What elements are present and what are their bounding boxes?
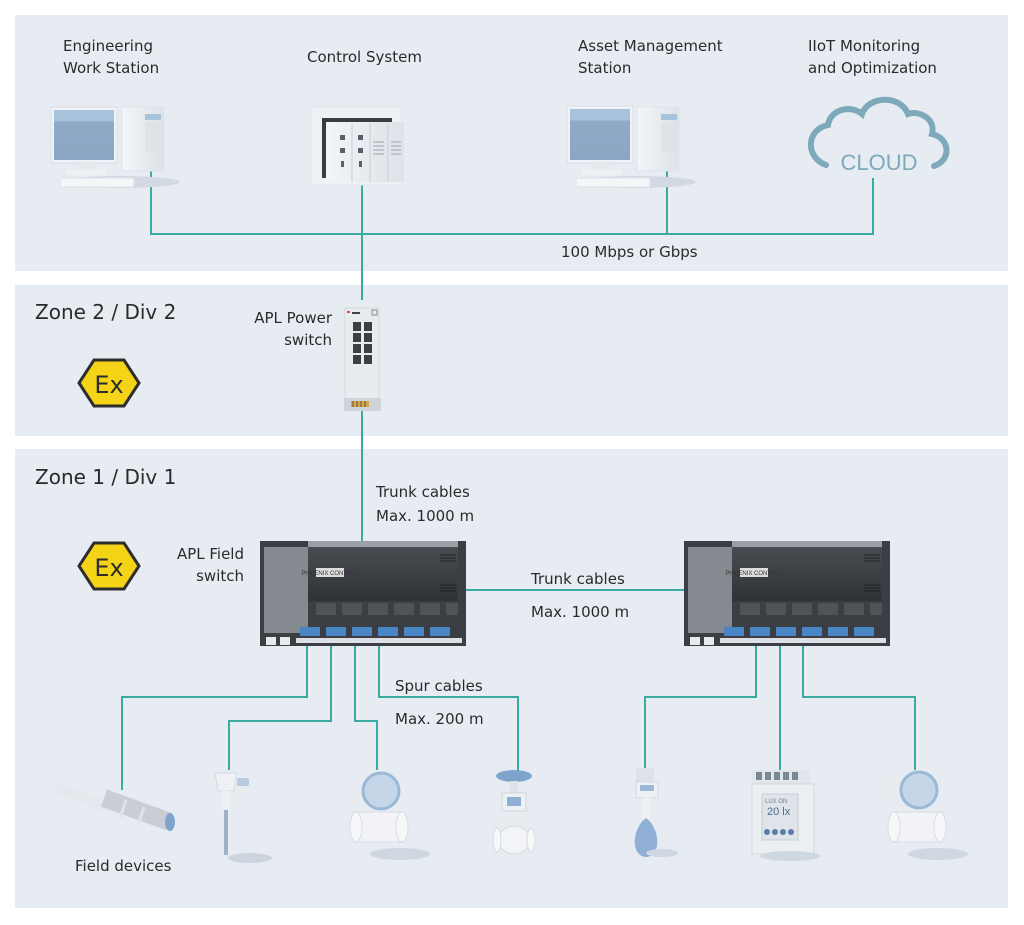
label-line: Max. 1000 m [376,507,475,525]
label-line: Max. 1000 m [531,603,630,621]
svg-text:LUX ON: LUX ON [765,799,787,805]
cables [121,170,916,790]
spur-cable-temperature [228,646,332,770]
label-line: Trunk cables [531,570,625,588]
temperature-probe-icon[interactable] [214,772,272,863]
label-line: Control System [307,48,422,66]
apl-power-switch-label: APL Power switch [232,307,332,351]
label-line: Work Station [63,59,160,77]
label-line: Max. 200 m [395,710,484,728]
svg-text:20 lx: 20 lx [767,806,791,818]
label-line: Asset Management [578,37,723,55]
level-sensor-icon[interactable] [634,768,678,857]
apl-power-switch-icon[interactable] [344,307,381,411]
control-system-icon[interactable] [310,106,404,186]
spur-cable-flowmeter-2 [802,646,916,770]
control-valve-icon[interactable] [492,770,536,855]
lux-relay-icon[interactable]: LUX ON 20 lx [751,770,820,861]
ex-hazard-symbol-zone2: Ex [77,358,141,408]
apl-field-switch-label: APL Field switch [144,543,244,587]
engineering-workstation-icon[interactable] [50,106,180,188]
ethernet-backbone-cable [150,170,874,235]
apl-field-switch-right-icon[interactable] [683,540,891,647]
apl-field-switch-left-icon[interactable]: PHOENIX CONTACT [260,541,466,646]
asset-management-computer-icon[interactable] [566,105,696,188]
svg-text:Ex: Ex [94,554,123,582]
zone-2-panel [15,285,1008,436]
label-line: APL Power [254,309,332,327]
engineering-work-station-label: Engineering Work Station [63,35,159,79]
spur-cable-level [644,646,757,775]
trunk-cable-vertical-label: Trunk cables Max. 1000 m [376,480,474,528]
ex-hazard-symbol-zone1: Ex [77,541,141,591]
cloud-icon[interactable]: CLOUD [808,96,950,175]
label-line: Station [578,59,632,77]
field-devices-label: Field devices [75,857,172,875]
cloud-label: CLOUD [840,150,917,175]
zone-2-title: Zone 2 / Div 2 [35,300,177,324]
control-system-label: Control System [307,46,422,68]
svg-text:PHOENIX CONTACT: PHOENIX CONTACT [301,571,359,577]
label-line: IIoT Monitoring [808,37,921,55]
control-level-panel [15,15,1008,271]
iiot-monitoring-label: IIoT Monitoring and Optimization [808,35,937,79]
asset-management-station-label: Asset Management Station [578,35,723,79]
label-line: Engineering [63,37,153,55]
network-speed-label: 100 Mbps or Gbps [561,243,698,261]
spur-cable-flowmeter [354,646,378,770]
flow-meter-icon[interactable] [346,771,430,860]
label-line: switch [196,567,244,585]
label-line: Spur cables [395,677,483,695]
label-line: APL Field [176,545,244,563]
proximity-sensor-icon[interactable] [57,785,175,831]
spur-cable-proximity [121,646,308,790]
label-line: and Optimization [808,59,937,77]
trunk-cable-horizontal-label: Trunk cables Max. 1000 m [531,563,629,629]
zone-1-title: Zone 1 / Div 1 [35,465,177,489]
spur-cable-label: Spur cables Max. 200 m [395,670,484,736]
spur-cable-valve [378,646,519,772]
label-line: Trunk cables [376,483,470,501]
flow-meter-2-icon[interactable] [884,770,968,860]
label-line: switch [284,331,332,349]
svg-text:Ex: Ex [94,371,123,399]
